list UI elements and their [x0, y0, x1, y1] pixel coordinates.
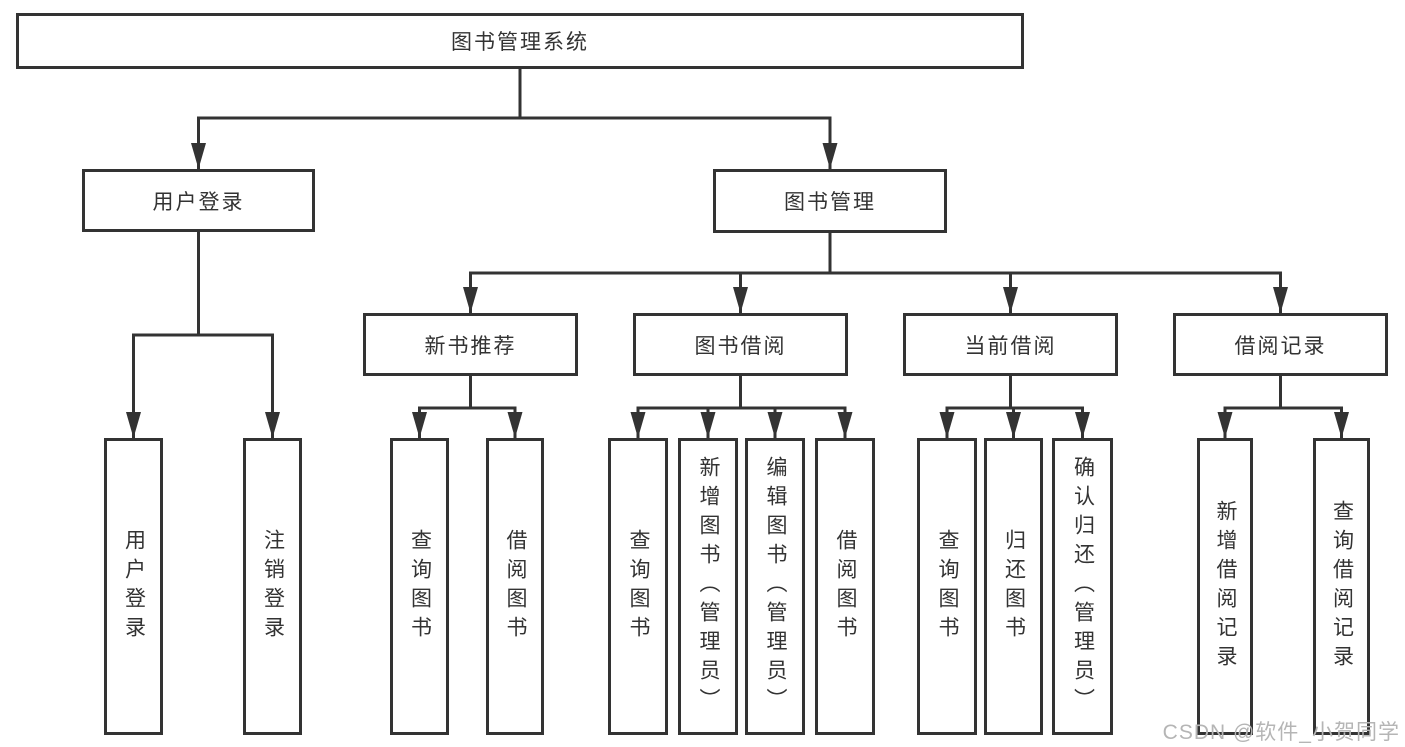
leaf-confirm-return-admin: 确认归还（管理员）: [1052, 438, 1113, 735]
leaf-label: 查询图书: [936, 528, 960, 645]
leaf-label: 编辑图书（管理员）: [764, 456, 788, 717]
leaf-add-books-admin: 新增图书（管理员）: [678, 438, 738, 735]
leaf-add-borrow-record: 新增借阅记录: [1197, 438, 1253, 735]
leaf-recommend-borrow-books: 借阅图书: [486, 438, 544, 735]
edge-user-login-split: [126, 232, 280, 438]
leaf-label: 确认归还（管理员）: [1071, 456, 1095, 717]
node-borrowing-records: 借阅记录: [1173, 313, 1388, 376]
leaf-logout: 注销登录: [243, 438, 302, 735]
node-label: 图书管理系统: [451, 31, 589, 54]
leaf-query-borrow-record: 查询借阅记录: [1313, 438, 1370, 735]
leaf-label: 借阅图书: [834, 528, 858, 645]
leaf-label: 新增借阅记录: [1214, 499, 1238, 674]
leaf-label: 查询图书: [408, 528, 432, 645]
leaf-label: 借阅图书: [504, 528, 528, 645]
node-book-borrowing: 图书借阅: [633, 313, 848, 376]
leaf-return-books: 归还图书: [984, 438, 1043, 735]
edge-leaf-splits: [412, 376, 1349, 438]
node-book-management: 图书管理: [713, 169, 947, 233]
node-label: 图书借阅: [694, 334, 787, 358]
node-label: 当前借阅: [964, 334, 1057, 358]
leaf-edit-books-admin: 编辑图书（管理员）: [745, 438, 805, 735]
leaf-label: 查询图书: [627, 528, 651, 645]
leaf-label: 用户登录: [122, 528, 146, 645]
node-label: 图书管理: [784, 191, 876, 214]
leaf-current-query-books: 查询图书: [917, 438, 977, 735]
node-new-book-recommendation: 新书推荐: [363, 313, 578, 376]
csdn-watermark: CSDN @软件_小贺同学: [1162, 721, 1400, 744]
node-user-login: 用户登录: [82, 169, 315, 232]
leaf-label: 查询借阅记录: [1330, 499, 1354, 674]
leaf-borrow-books: 借阅图书: [815, 438, 875, 735]
edge-root-split: [191, 69, 838, 169]
leaf-user-login: 用户登录: [104, 438, 163, 735]
leaf-label: 新增图书（管理员）: [697, 456, 721, 717]
node-library-management-system: 图书管理系统: [16, 13, 1024, 69]
leaf-label: 注销登录: [261, 528, 285, 645]
leaf-label: 归还图书: [1002, 528, 1026, 645]
node-label: 借阅记录: [1234, 334, 1327, 358]
leaf-recommend-query-books: 查询图书: [390, 438, 449, 735]
node-label: 新书推荐: [424, 334, 517, 358]
node-current-borrowing: 当前借阅: [903, 313, 1118, 376]
leaf-borrowing-query-books: 查询图书: [608, 438, 668, 735]
edge-book-management-split: [463, 233, 1288, 313]
node-label: 用户登录: [152, 190, 245, 214]
